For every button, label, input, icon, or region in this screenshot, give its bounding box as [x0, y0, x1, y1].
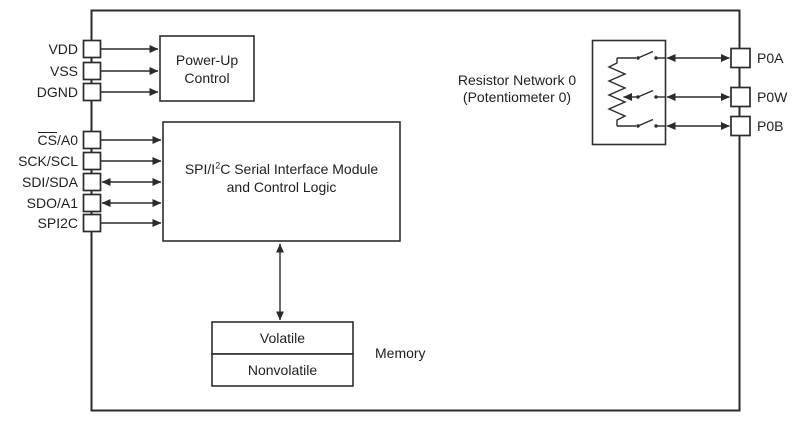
nonvolatile-label: Nonvolatile [212, 354, 353, 386]
pin-pad-p0w [730, 86, 751, 108]
pin-label-spi2c: SPI2C [37, 215, 78, 231]
volatile-text: Volatile [259, 330, 306, 346]
pin-pad-dgnd [82, 82, 102, 102]
switch-icon-p0w [636, 89, 666, 99]
pin-label-vss: VSS [49, 63, 78, 79]
pin-pad-p0b [730, 115, 751, 137]
nonvolatile-memory-block [211, 353, 354, 387]
resistor-network-line2: (Potentiometer 0) [462, 89, 572, 105]
pin-pad-sck-scl [82, 151, 102, 171]
label-rest: /A0 [56, 132, 78, 148]
serial-interface-line2: and Control Logic [226, 178, 337, 195]
memory-label: Memory [375, 345, 426, 361]
serial-interface-line1: SPI/I2C Serial Interface Module [184, 159, 379, 177]
volatile-label: Volatile [212, 322, 353, 354]
pin-pad-vdd [82, 39, 102, 59]
pin-wires-left [101, 45, 162, 227]
pin-pad-sdi-sda [82, 172, 102, 192]
pin-label-sck-scl: SCK/SCL [18, 153, 78, 169]
pin-pad-vss [82, 61, 102, 81]
overline-text: CS [37, 132, 57, 148]
power-up-line1: Power-Up [175, 51, 239, 68]
pin-pads-left [82, 39, 102, 233]
pin-label-sdo-a1: SDO/A1 [26, 195, 78, 211]
pin-pad-cs-a0 [82, 130, 102, 150]
pin-label-p0w: P0W [757, 89, 788, 105]
pin-label-dgnd: DGND [36, 84, 78, 100]
nonvolatile-text: Nonvolatile [247, 362, 318, 378]
superscript-2: 2 [215, 159, 221, 170]
pin-wires-right [666, 54, 730, 130]
serial-interface-label: SPI/I2C Serial Interface Module and Cont… [163, 122, 400, 241]
volatile-memory-block [211, 321, 354, 355]
pin-pad-sdo-a1 [82, 193, 102, 213]
serial-interface-block [162, 121, 401, 242]
switch-icon-p0a [636, 50, 666, 60]
pin-label-vdd: VDD [48, 41, 78, 57]
power-up-control-label: Power-Up Control [160, 36, 254, 101]
power-up-control-block [159, 35, 255, 102]
pin-label-p0a: P0A [757, 50, 784, 66]
pin-pads-right [730, 47, 751, 137]
pin-label-p0b: P0B [757, 118, 784, 134]
power-up-line2: Control [184, 69, 230, 86]
resistor-network-line1: Resistor Network 0 [457, 72, 577, 88]
pin-pad-spi2c [82, 213, 102, 233]
switch-icon-p0b [636, 118, 666, 128]
pin-label-sdi-sda: SDI/SDA [21, 174, 78, 190]
pin-pad-p0a [730, 47, 751, 69]
resistor-network-label: Resistor Network 0 (Potentiometer 0) [437, 72, 597, 106]
resistor-zigzag-icon [607, 57, 638, 127]
pin-label-cs-a0: CS/A0 [0, 131, 78, 149]
resistor-network-block [591, 39, 667, 146]
